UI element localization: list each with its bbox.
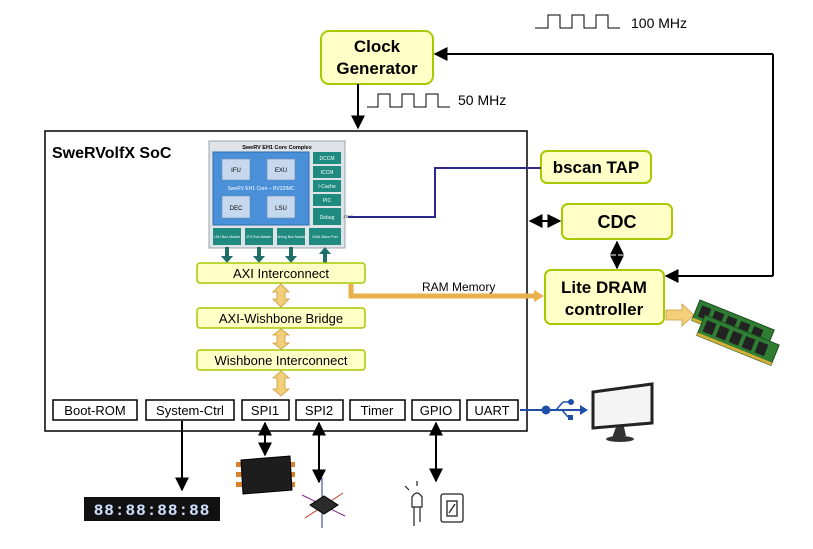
debug-block	[313, 208, 341, 225]
bscan-tap-label: bscan TAP	[553, 158, 640, 177]
peripheral-label: UART	[474, 403, 509, 418]
accelerometer-chip-icon	[301, 478, 346, 528]
peripheral-uart: UART	[466, 399, 519, 421]
iccm-block	[313, 166, 341, 178]
switch-icon	[440, 493, 464, 523]
jtag-wire	[348, 167, 541, 218]
core-label: SweRV EH1 Core – RV32IMC	[227, 186, 294, 192]
peripheral-system-ctrl: System-Ctrl	[145, 399, 235, 421]
lsu-bus-master-label: LSU Bus Master	[214, 235, 241, 239]
ifu-bus-master-label: IFU Bus Master	[247, 235, 273, 239]
cdc-label: CDC	[598, 212, 637, 232]
clock-generator-label-line2: Generator	[336, 59, 418, 78]
seven-segment-value: 88:88:88:88	[94, 502, 211, 520]
peripheral-boot-rom: Boot-ROM	[52, 399, 138, 421]
usb-icon	[541, 399, 588, 420]
ram-module-icon	[691, 299, 780, 367]
dma-slave-port-label: DMA Slave Port	[312, 235, 337, 239]
ifu-label: IFU	[231, 168, 241, 174]
axi-interconnect-label: AXI Interconnect	[233, 266, 329, 281]
peripheral-spi1: SPI1	[241, 399, 290, 421]
debug-bus-master-label: Debug Bus Master	[276, 235, 307, 239]
peripheral-label: GPIO	[420, 403, 453, 418]
core-complex-title: SweRV EH1 Core Complex	[242, 145, 313, 151]
lsu-unit	[266, 195, 296, 219]
dram-to-ram-arrow	[665, 303, 695, 327]
clock-50mhz-waveform-icon	[367, 93, 450, 108]
clock-generator-label-line1: Clock	[354, 37, 401, 56]
iccm-label: ICCM	[321, 170, 334, 176]
dec-label: DEC	[230, 206, 243, 212]
pic-label: PIC	[323, 198, 332, 204]
exu-label: EXU	[275, 168, 287, 174]
icache-label: I-Cache	[318, 184, 336, 190]
lsu-bus-master-port	[213, 228, 241, 245]
led-icon	[404, 481, 423, 526]
lite-dram-label-line1: Lite DRAM	[561, 278, 647, 297]
debug-label: Debug	[320, 215, 335, 221]
swerv-core-complex: SweRV EH1 Core Complex SweRV EH1 Core – …	[208, 140, 353, 249]
bus-double-arrows	[271, 283, 291, 397]
core-to-axi-arrows	[221, 247, 331, 263]
jtag-label: JTAG	[343, 214, 353, 219]
lite-dram-label-line2: controller	[565, 300, 644, 319]
lsu-label: LSU	[275, 206, 287, 212]
peripheral-wires	[175, 421, 443, 492]
monitor-icon	[591, 382, 654, 442]
freq-100mhz-label: 100 MHz	[631, 15, 687, 31]
peripheral-label: SPI1	[251, 403, 279, 418]
axi-wishbone-bridge-block: AXI-Wishbone Bridge	[196, 307, 366, 329]
bscan-tap-block: bscan TAP	[540, 150, 652, 184]
lite-dram-controller-block: Lite DRAM controller	[544, 269, 665, 325]
ram-memory-path	[348, 284, 544, 302]
peripheral-timer: Timer	[349, 399, 406, 421]
peripheral-label: SPI2	[305, 403, 333, 418]
icache-block	[313, 180, 341, 192]
axi-interconnect-block: AXI Interconnect	[196, 262, 366, 284]
peripheral-spi2: SPI2	[295, 399, 344, 421]
freq-50mhz-label: 50 MHz	[458, 92, 506, 108]
dccm-label: DCCM	[320, 156, 335, 162]
pic-block	[313, 194, 341, 206]
ifu-unit	[221, 158, 251, 181]
peripheral-gpio: GPIO	[411, 399, 461, 421]
ifu-bus-master-port	[245, 228, 273, 245]
dma-slave-port	[309, 228, 341, 245]
seven-segment-display-icon: 88:88:88:88	[84, 497, 220, 521]
peripheral-label: Timer	[361, 403, 394, 418]
clock-generator-block: Clock Generator	[320, 30, 434, 85]
wishbone-interconnect-block: Wishbone Interconnect	[196, 349, 366, 371]
debug-bus-master-port	[277, 228, 305, 245]
dccm-block	[313, 152, 341, 164]
peripheral-label: System-Ctrl	[156, 403, 224, 418]
peripheral-label: Boot-ROM	[64, 403, 125, 418]
soc-title: SweRVolfX SoC	[52, 145, 172, 162]
dec-unit	[221, 195, 251, 219]
ram-memory-label: RAM Memory	[422, 280, 495, 294]
wishbone-interconnect-label: Wishbone Interconnect	[215, 353, 348, 368]
exu-unit	[266, 158, 296, 181]
cdc-block: CDC	[561, 203, 673, 240]
clock-100mhz-waveform-icon	[535, 14, 620, 29]
spi-flash-chip-icon	[236, 455, 295, 495]
axi-wishbone-bridge-label: AXI-Wishbone Bridge	[219, 311, 343, 326]
clock-wires	[351, 47, 774, 283]
